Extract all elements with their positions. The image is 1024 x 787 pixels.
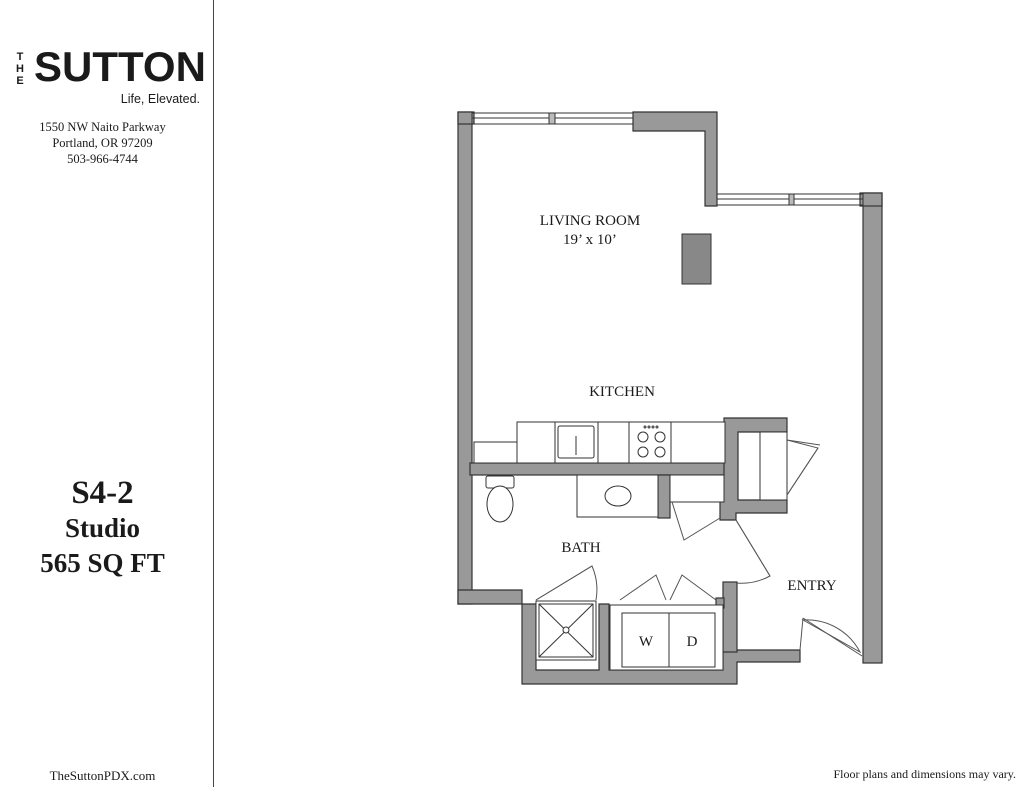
address-street: 1550 NW Naito Parkway xyxy=(39,120,166,134)
unit-type: Studio xyxy=(64,513,141,543)
structural-column xyxy=(681,233,712,285)
toilet-icon xyxy=(485,475,515,523)
washer-label: W xyxy=(638,634,654,650)
unit-code: S4-2 xyxy=(71,475,134,511)
vanity-sink-icon xyxy=(576,474,659,518)
address-block: 1550 NW Naito Parkway Portland, OR 97209… xyxy=(0,119,205,167)
logo-name: SUTTON xyxy=(34,43,206,90)
plan-walls xyxy=(457,111,883,685)
living-room-name: LIVING ROOM xyxy=(539,213,641,229)
kitchen-sink-icon xyxy=(557,425,595,459)
living-room-dimensions: 19’ x 10’ xyxy=(563,232,617,248)
bath-cabinet xyxy=(669,474,725,503)
disclaimer-text: Floor plans and dimensions may vary. xyxy=(833,767,1016,781)
windows xyxy=(471,112,864,206)
address-phone: 503-966-4744 xyxy=(67,152,138,166)
entry-closet xyxy=(759,431,788,501)
living-room-label: LIVING ROOM 19’ x 10’ xyxy=(530,212,650,250)
shower-icon xyxy=(535,600,597,661)
address-city: Portland, OR 97209 xyxy=(52,136,153,150)
unit-info: S4-2 Studio 565 SQ FT xyxy=(0,476,205,581)
kitchen-label: KITCHEN xyxy=(589,384,655,400)
kitchen-counters xyxy=(473,421,726,464)
unit-area: 565 SQ FT xyxy=(40,548,165,578)
entry-label: ENTRY xyxy=(787,578,837,594)
door-swings xyxy=(535,439,863,657)
website-link[interactable]: TheSuttonPDX.com xyxy=(49,768,156,783)
logo-tagline: Life, Elevated. xyxy=(120,92,200,106)
dryer-label: D xyxy=(686,634,698,650)
bath-label: BATH xyxy=(561,540,601,556)
cooktop-icon xyxy=(637,425,666,458)
washer-dryer xyxy=(609,604,724,671)
